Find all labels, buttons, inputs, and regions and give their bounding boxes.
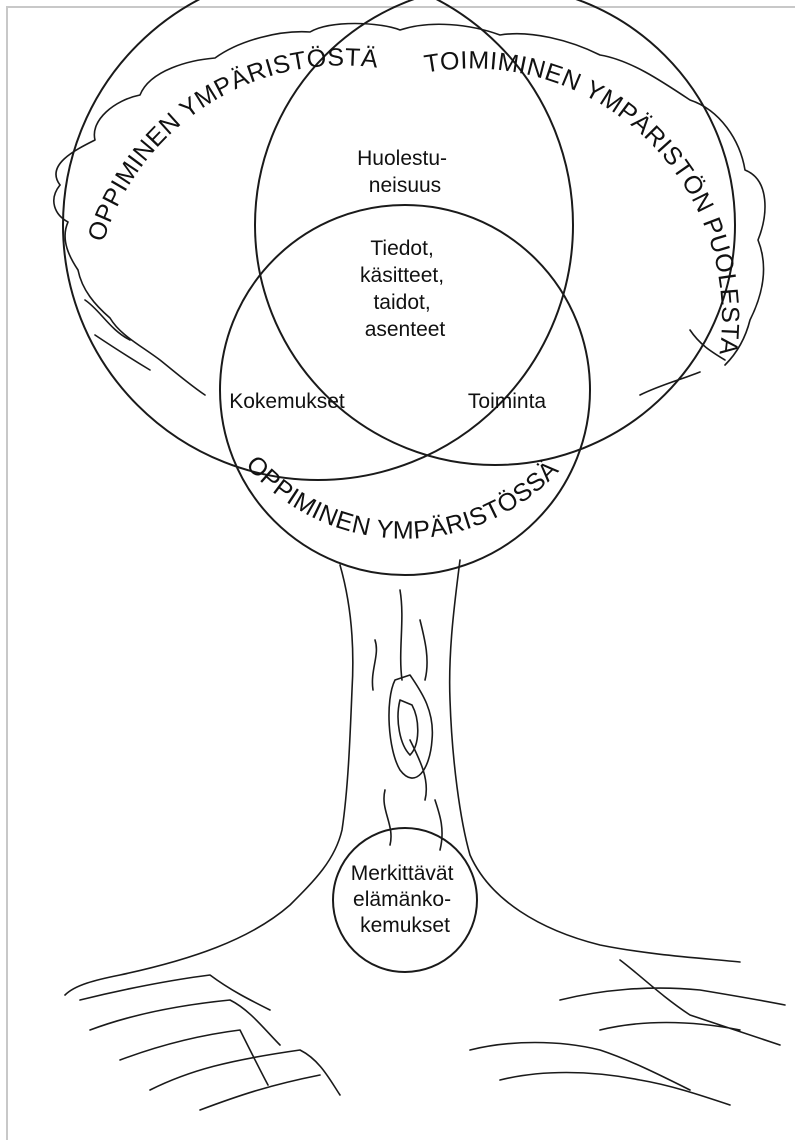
region-action: Toiminta bbox=[468, 390, 547, 413]
canopy-foliage-left-edge bbox=[54, 185, 205, 395]
trunk-knot bbox=[389, 675, 432, 778]
canopy-inner-scribble bbox=[85, 300, 725, 395]
region-experiences: Kokemukset bbox=[229, 390, 345, 413]
region-concern: Huolestu- neisuus bbox=[357, 147, 453, 197]
tree-trunk-right bbox=[450, 560, 740, 962]
region-center: Tiedot, käsitteet, taidot, asenteet bbox=[360, 237, 450, 341]
tree-roots bbox=[80, 960, 785, 1110]
arc-label-left: OPPIMINEN YMPÄRISTÖSTÄ bbox=[82, 43, 379, 244]
region-roots: Merkittävät elämänko- kemukset bbox=[351, 862, 460, 937]
tree-trunk-left bbox=[65, 565, 353, 995]
